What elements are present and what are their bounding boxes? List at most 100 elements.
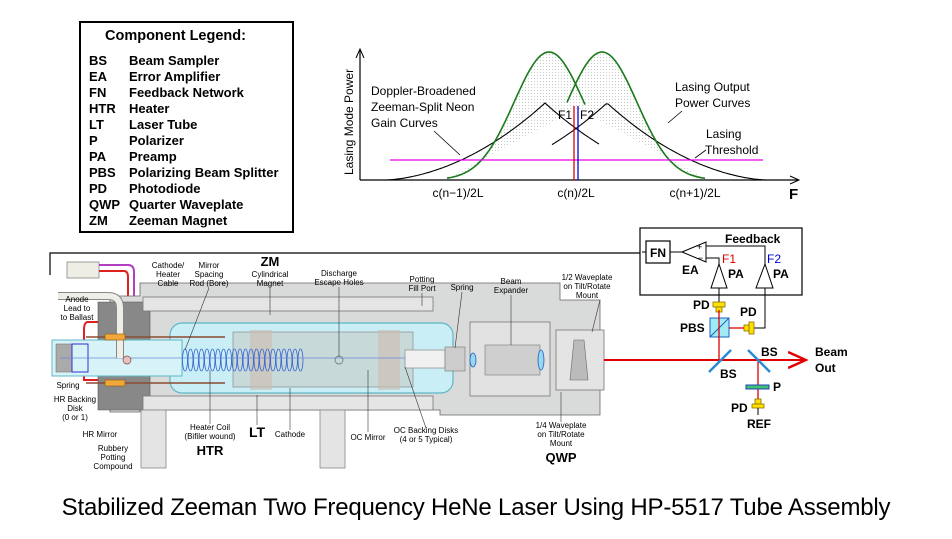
oc-backing-disks [404, 349, 446, 369]
anode-lead-inner [58, 293, 123, 358]
label-oc-mirror: OC Mirror [350, 433, 385, 442]
pa2-label: PA [773, 267, 789, 281]
pa1-label: PA [728, 267, 744, 281]
legend-name: Polarizing Beam Splitter [129, 165, 279, 180]
coil-turn [253, 348, 260, 372]
magnet-ring-1 [250, 330, 272, 390]
ea-label: EA [682, 263, 699, 277]
photodiode-2 [748, 321, 755, 335]
legend-abbr: PBS [89, 165, 116, 180]
cable-frame-line [49, 252, 642, 275]
coil-turn [209, 348, 216, 372]
pin-connector-bottom [104, 379, 126, 387]
legend-name: Quarter Waveplate [129, 197, 244, 212]
output-label-leader [667, 110, 683, 124]
legend-abbr: BS [89, 53, 108, 68]
y-axis-arrow [355, 47, 365, 59]
gain-curve-left [383, 102, 600, 181]
x-axis-arrow [789, 175, 801, 185]
coil-turn [220, 348, 227, 372]
ea-minus: − [698, 253, 703, 263]
coil-turn [231, 348, 238, 372]
output-curve-left-fill [447, 52, 585, 179]
legend-abbr: PA [89, 149, 107, 164]
feedback-box: Feedback FN + − EA PA PA F1 F2 [639, 227, 803, 296]
coil-turn [275, 348, 282, 372]
label-spring-left: Spring [56, 381, 79, 390]
beam-expander-body [484, 344, 541, 376]
f1-label: F1 [558, 108, 572, 122]
coil-turn [237, 348, 243, 372]
polarizer [745, 384, 770, 390]
lt-label: LT [249, 424, 266, 440]
pd2-label: PD [740, 305, 757, 319]
label-leaders [184, 287, 601, 432]
mount-leg-right [319, 409, 346, 469]
legend-abbr: P [89, 133, 98, 148]
gain-label-leader [433, 130, 461, 156]
qwp-label: QWP [545, 450, 576, 465]
label-hr-mirror: HR Mirror [83, 430, 118, 439]
ref-label: REF [747, 417, 771, 431]
coil-turn [204, 348, 210, 372]
coil-turn [226, 348, 232, 372]
photodiode-2-body [743, 324, 750, 332]
coil-turn [297, 348, 304, 372]
threshold-label: Lasing Threshold [705, 127, 758, 157]
tick-label: c(n+1)/2L [669, 186, 720, 200]
coil-turn [187, 348, 194, 372]
legend-item: BS Beam Sampler [89, 53, 219, 69]
f2-channel-label: F2 [767, 252, 781, 266]
waveplate-cone [569, 339, 589, 381]
label-spring-right: Spring [450, 283, 473, 292]
f1-channel-label: F1 [722, 252, 736, 266]
mode-power-graph: F1 F2 Lasing Mode Power F c(n−1)/2L c(n)… [342, 47, 801, 203]
coil-turn [193, 348, 199, 372]
pd1-label: PD [693, 298, 710, 312]
ea-triangle [680, 241, 707, 263]
legend-name: Photodiode [129, 181, 201, 196]
label-cathode: Cathode [275, 430, 306, 439]
legend-name: Error Amplifier [129, 69, 221, 84]
legend-abbr: PD [89, 181, 108, 196]
coil-turn [281, 348, 287, 372]
legend-name: Beam Sampler [129, 53, 220, 68]
legend-name: Heater [129, 101, 170, 116]
coil-turn [286, 348, 293, 372]
coil-turn [215, 348, 221, 372]
coil-turn [259, 348, 265, 372]
ea-plus: + [697, 242, 702, 252]
photodiode-3-body [754, 398, 762, 405]
coil-turn [264, 348, 271, 372]
magnet-bottom [142, 395, 434, 411]
legend-name: Zeeman Magnet [129, 213, 228, 228]
connector-box [66, 261, 100, 279]
pd3-label: PD [731, 401, 748, 415]
label-heater-coil: Heater Coil(Bifiler wound) [184, 423, 235, 441]
legend-abbr: LT [89, 117, 104, 132]
beam-sampler-2 [747, 349, 771, 373]
beam-sampler-1 [708, 349, 732, 373]
pbs-label: PBS [680, 321, 705, 335]
gain-curve-right [551, 103, 768, 181]
coil-turn [182, 348, 188, 372]
output-curve-left [446, 51, 586, 179]
coil-turn [198, 348, 205, 372]
